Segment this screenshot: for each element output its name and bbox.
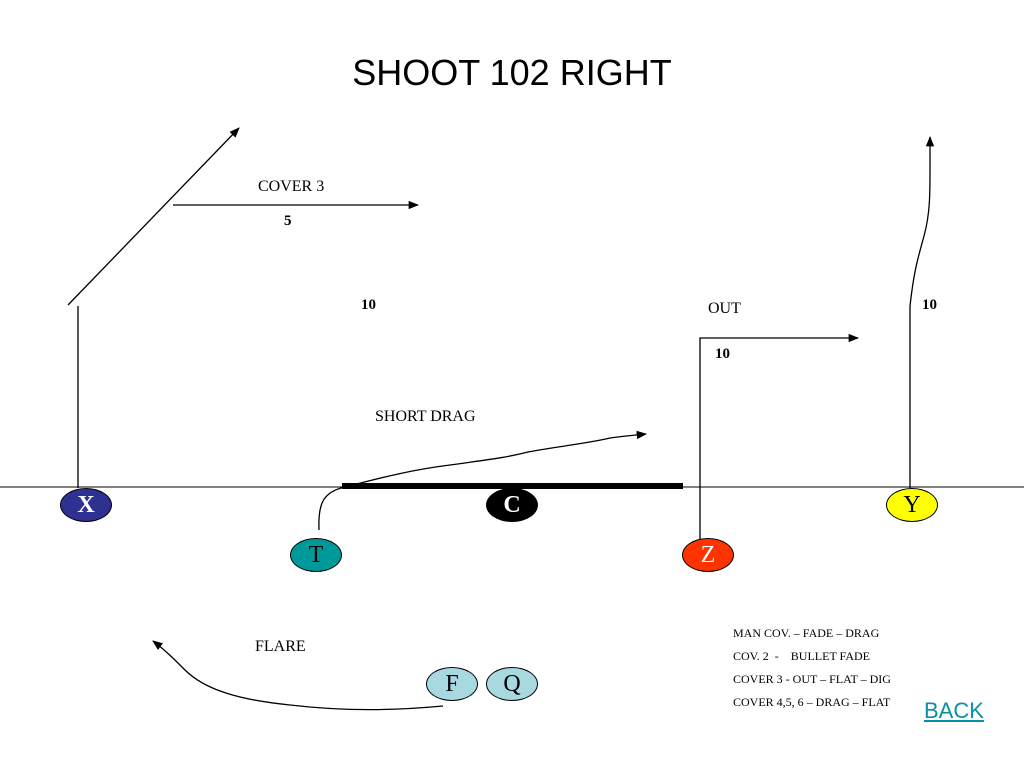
y-route <box>909 135 935 488</box>
y-depth-yardage: 10 <box>922 297 937 313</box>
z-route <box>699 333 860 540</box>
z-depth-yardage: 10 <box>715 346 730 362</box>
x-route <box>67 128 239 488</box>
cover3-label: COVER 3 <box>258 178 325 195</box>
back-link[interactable]: BACK <box>924 698 984 723</box>
player-f: F <box>426 667 478 701</box>
player-t: T <box>290 538 342 572</box>
coverage-note: COV. 2 - BULLET FADE <box>733 649 871 663</box>
coverage-note: MAN COV. – FADE – DRAG <box>733 626 880 640</box>
player-c: C <box>486 488 538 522</box>
f-flare-route <box>152 640 444 711</box>
player-y: Y <box>886 488 938 522</box>
short-drag-label: SHORT DRAG <box>375 408 476 425</box>
flare-label: FLARE <box>255 638 306 655</box>
player-z: Z <box>682 538 734 572</box>
coverage-notes: MAN COV. – FADE – DRAG COV. 2 - BULLET F… <box>733 626 891 718</box>
out-label: OUT <box>708 300 741 317</box>
play-title: SHOOT 102 RIGHT <box>352 52 672 93</box>
t-drag-route <box>318 430 648 531</box>
player-x: X <box>60 488 112 522</box>
coverage-note: COVER 4,5, 6 – DRAG – FLAT <box>733 695 891 709</box>
mid-depth-yardage: 10 <box>361 297 376 313</box>
coverage-note: COVER 3 - OUT – FLAT – DIG <box>733 672 891 686</box>
x-break-yardage: 5 <box>284 213 292 229</box>
player-q: Q <box>486 667 538 701</box>
